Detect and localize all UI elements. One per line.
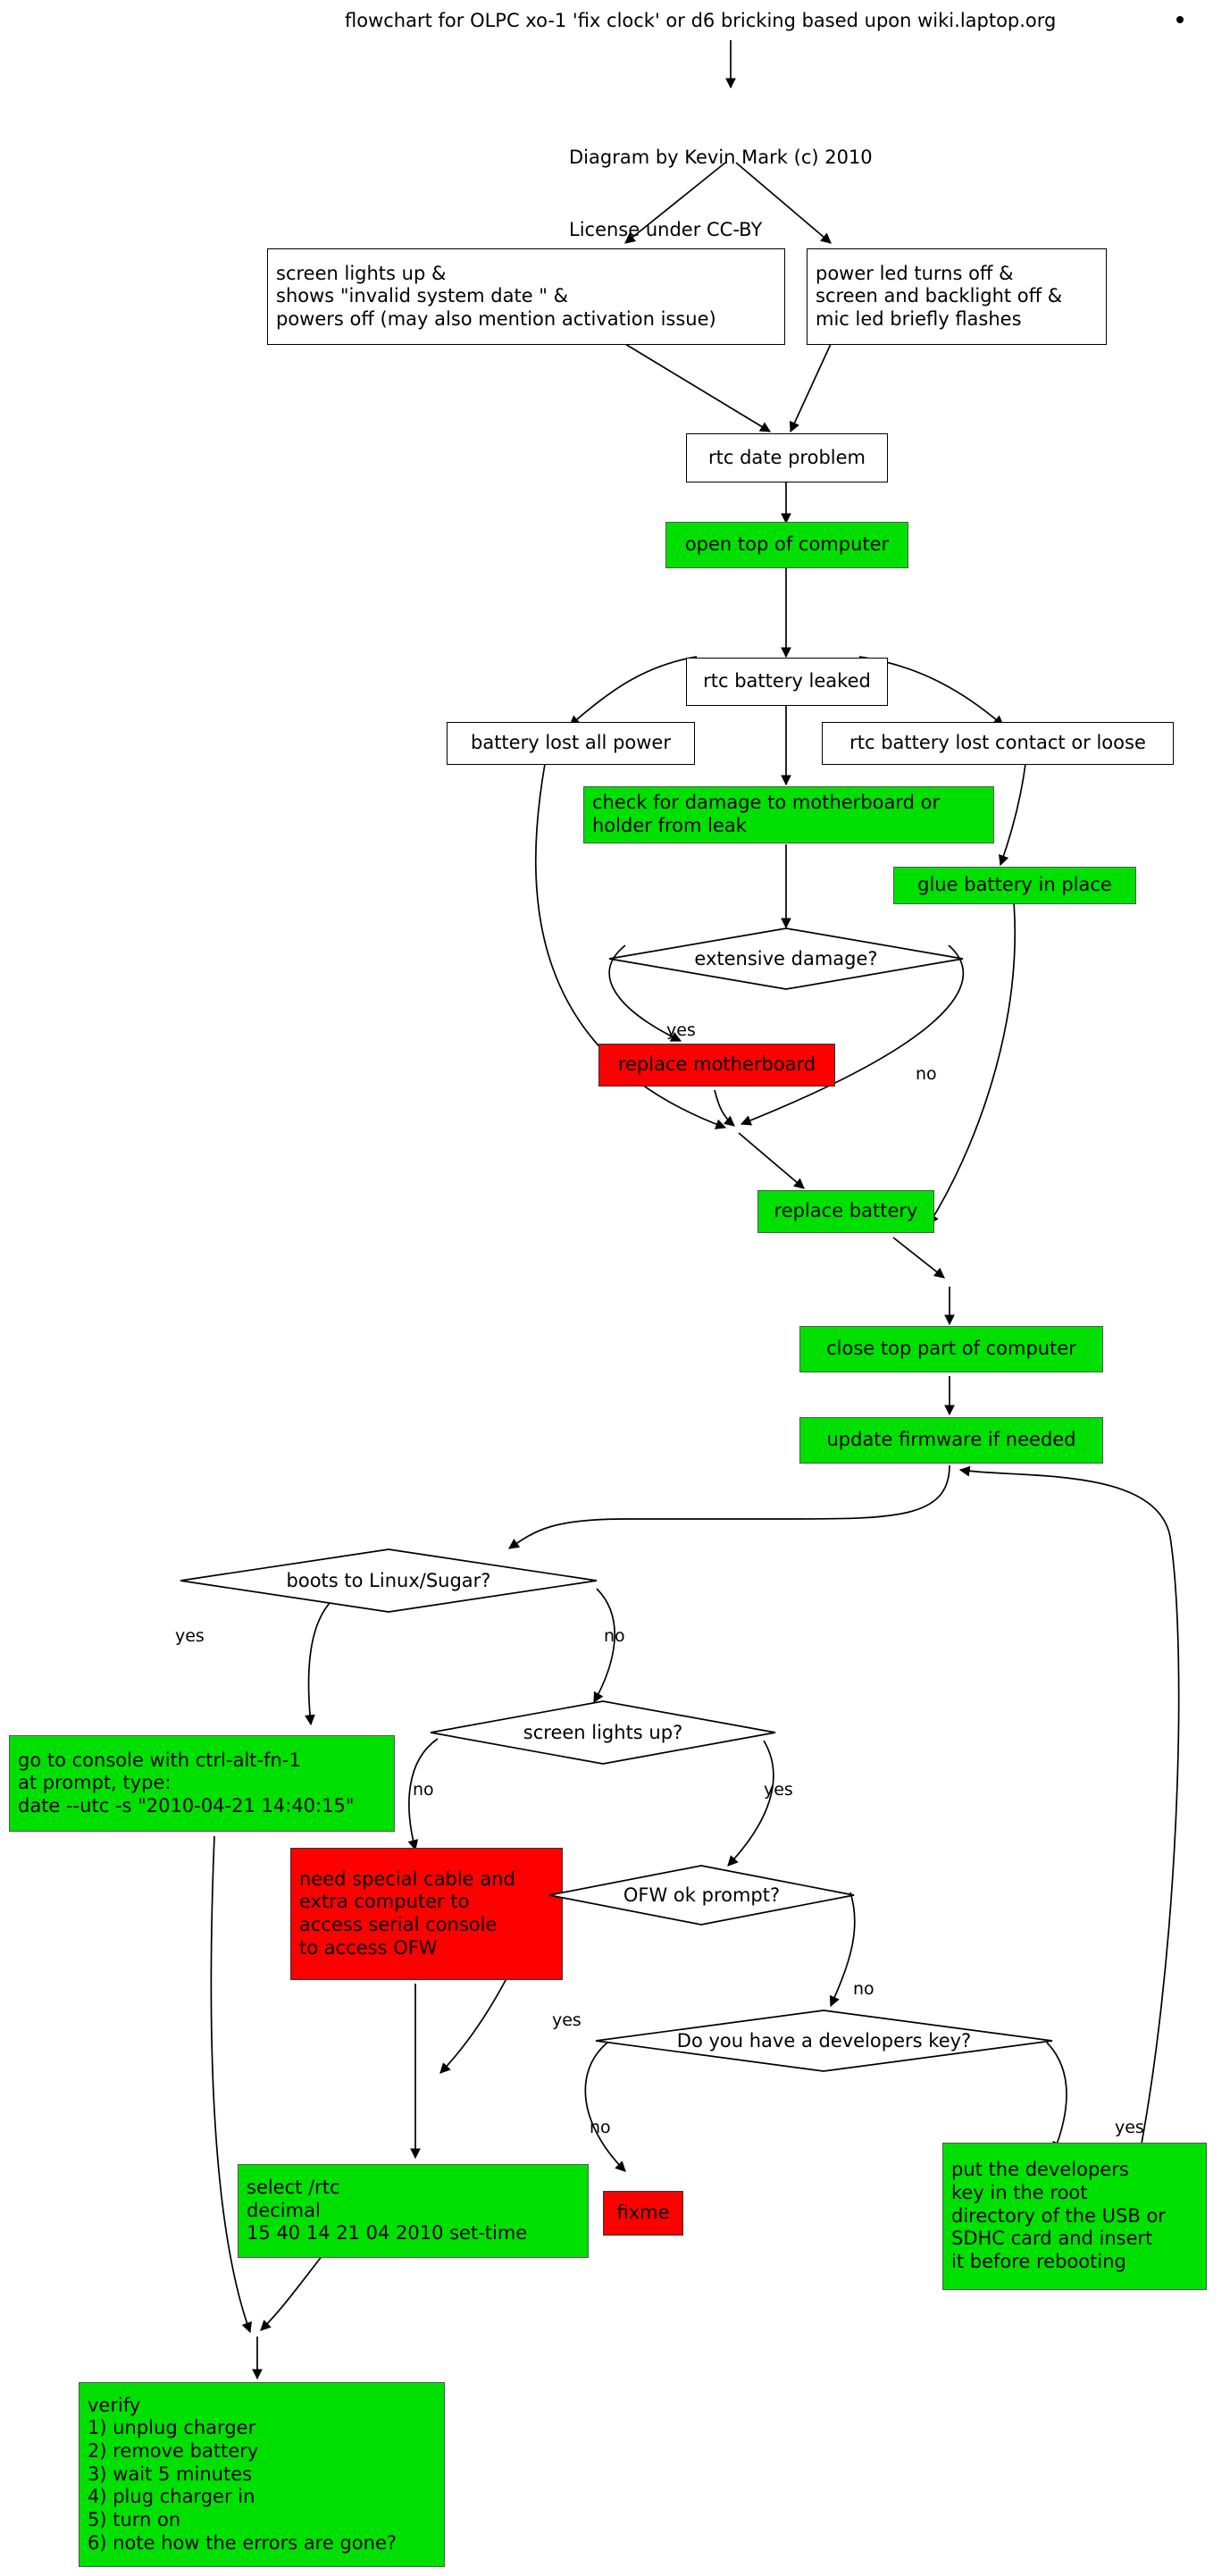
edge-label-devkey-no: no xyxy=(590,2118,611,2137)
edge-label-screen-no: no xyxy=(413,1780,434,1800)
node-fixme[interactable]: fixme xyxy=(603,2191,683,2236)
decision-ofw-ok-prompt[interactable]: OFW ok prompt? xyxy=(548,1864,856,1926)
edge-label-screen-yes: yes xyxy=(764,1780,793,1800)
node-symptom-power-led[interactable]: power led turns off & screen and backlig… xyxy=(807,248,1107,345)
node-update-firmware[interactable]: update firmware if needed xyxy=(799,1417,1103,1464)
decision-boots-to-linux[interactable]: boots to Linux/Sugar? xyxy=(179,1548,598,1614)
edge-label-damage-yes: yes xyxy=(666,1020,696,1040)
edge-label-boots-yes: yes xyxy=(175,1626,205,1646)
node-close-top-part[interactable]: close top part of computer xyxy=(799,1326,1103,1372)
decision-developers-key[interactable]: Do you have a developers key? xyxy=(594,2009,1054,2073)
node-open-top-of-computer[interactable]: open top of computer xyxy=(665,522,908,568)
bullet-dot-icon xyxy=(1176,16,1184,23)
node-need-special-cable[interactable]: need special cable and extra computer to… xyxy=(290,1848,563,1980)
node-rtc-date-problem[interactable]: rtc date problem xyxy=(686,433,888,482)
node-console-command[interactable]: go to console with ctrl-alt-fn-1 at prom… xyxy=(9,1735,395,1832)
decision-extensive-damage[interactable]: extensive damage? xyxy=(607,927,965,991)
edge-label-damage-no: no xyxy=(916,1064,937,1084)
credit-line-1: Diagram by Kevin Mark (c) 2010 xyxy=(569,146,873,168)
node-replace-motherboard[interactable]: replace motherboard xyxy=(598,1044,835,1087)
node-rtc-battery-loose[interactable]: rtc battery lost contact or loose xyxy=(822,722,1174,765)
node-battery-lost-all-power[interactable]: battery lost all power xyxy=(447,722,695,765)
edge-label-ofw-yes: yes xyxy=(552,2010,582,2030)
diagram-title: flowchart for OLPC xo-1 'fix clock' or d… xyxy=(345,10,1057,31)
node-symptom-screen[interactable]: screen lights up & shows "invalid system… xyxy=(267,248,785,345)
credit-line-2: License under CC-BY xyxy=(569,219,763,241)
edge-label-boots-no: no xyxy=(604,1626,625,1646)
node-check-for-damage[interactable]: check for damage to motherboard or holde… xyxy=(583,786,994,843)
node-select-rtc[interactable]: select /rtc decimal 15 40 14 21 04 2010 … xyxy=(238,2164,589,2258)
node-glue-battery-in-place[interactable]: glue battery in place xyxy=(893,867,1136,904)
decision-screen-lights-up[interactable]: screen lights up? xyxy=(429,1699,777,1766)
edge-label-devkey-yes: yes xyxy=(1115,2118,1144,2137)
node-rtc-battery-leaked[interactable]: rtc battery leaked xyxy=(686,658,888,706)
node-put-developers-key[interactable]: put the developers key in the root direc… xyxy=(942,2143,1207,2290)
node-replace-battery[interactable]: replace battery xyxy=(757,1190,934,1233)
node-verify[interactable]: verify 1) unplug charger 2) remove batte… xyxy=(79,2382,445,2567)
edge-label-ofw-no: no xyxy=(853,1979,874,1999)
